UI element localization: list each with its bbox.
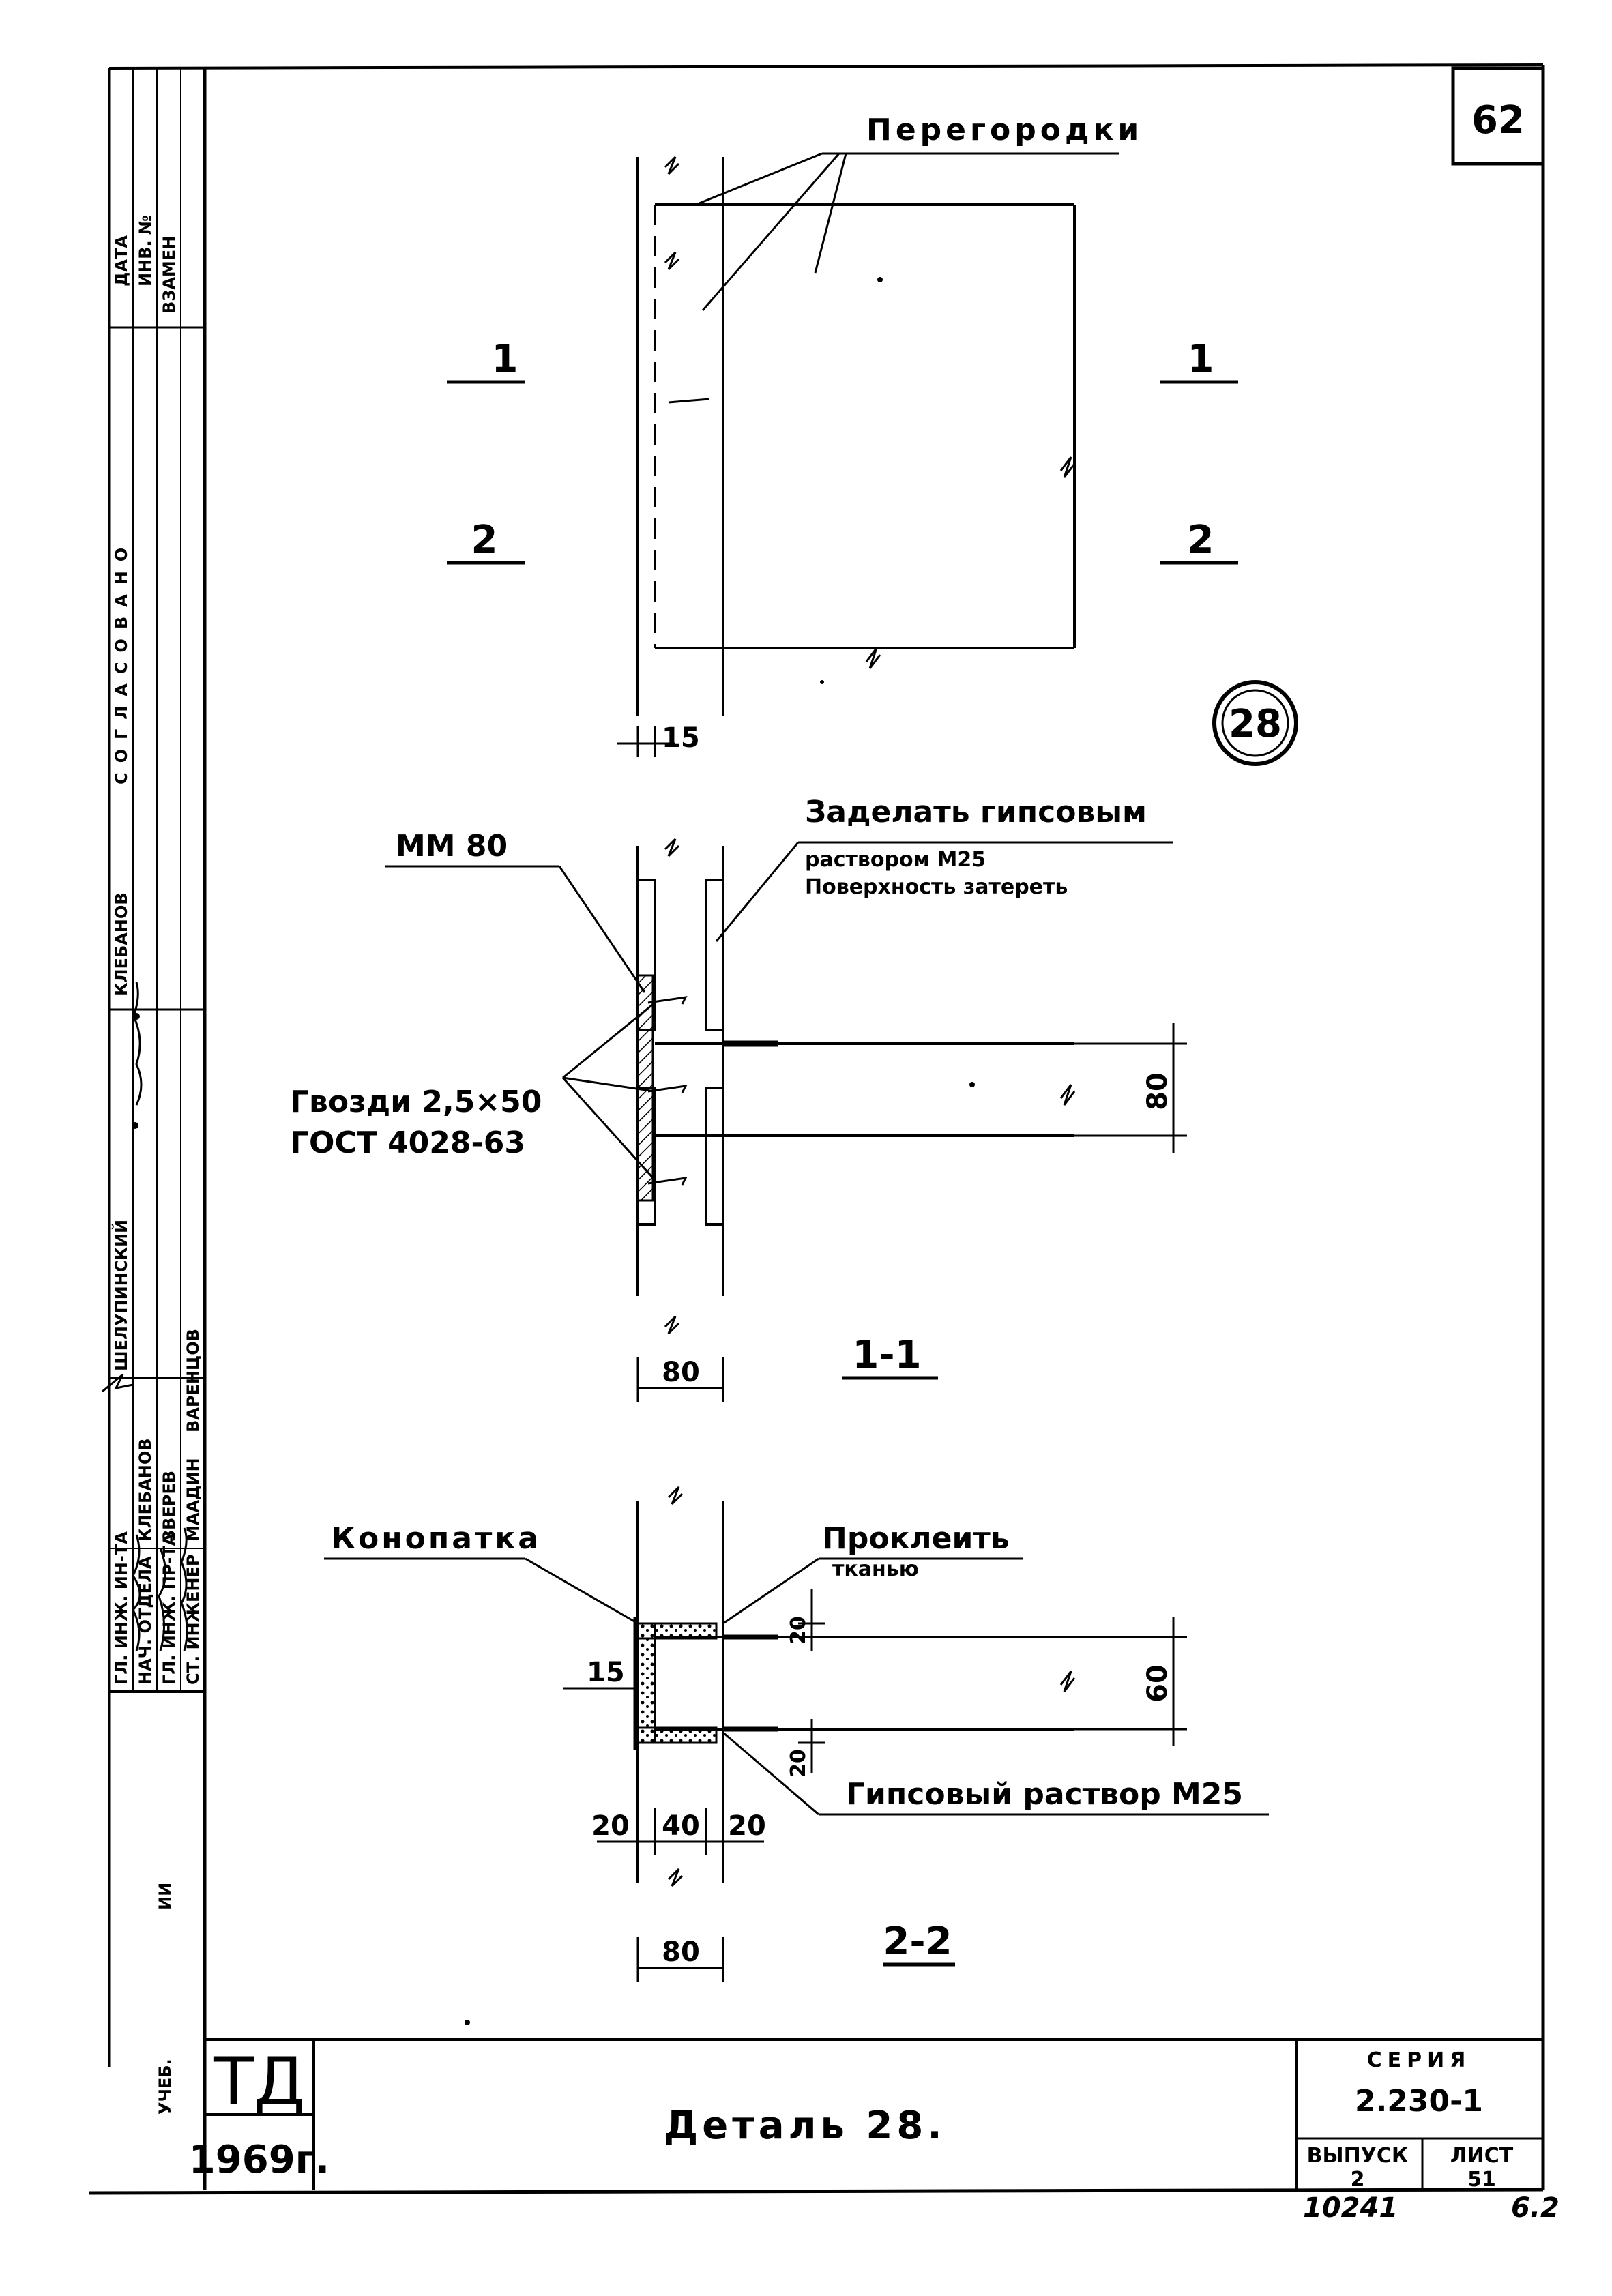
- stamp-role-1: НАЧ. ОТДЕЛА: [136, 1556, 155, 1685]
- stamp-name-3: МААДИН: [184, 1458, 203, 1542]
- section-2-dim-15: 15: [587, 1657, 625, 1688]
- sheet-label: ЛИСТ: [1450, 2144, 1514, 2168]
- agreed-label: СОГЛАСОВАНО: [112, 538, 131, 784]
- section-marker-2-right: 2: [1188, 518, 1214, 562]
- fabric-label-line-1: Проклеить: [822, 1521, 1010, 1556]
- section-2-dim-right: 20: [728, 1810, 766, 1842]
- nails-line-2: ГОСТ 4028-63: [290, 1125, 525, 1160]
- section-1-1: [385, 838, 1187, 1402]
- section-1-dim-depth: 80: [1142, 1072, 1173, 1110]
- section-2-caption: 2-2: [883, 1919, 952, 1964]
- archive-number: 10241: [1303, 2192, 1398, 2224]
- misc-left-2: УЧЕБ.: [156, 2059, 175, 2115]
- mm80-label: ММ 80: [396, 829, 508, 864]
- date-label: ДАТА: [112, 235, 131, 286]
- page-number-box: 62: [1451, 66, 1545, 166]
- page-number: 62: [1471, 98, 1525, 143]
- section-2-2: [324, 1486, 1269, 1982]
- title-block: [205, 2038, 1543, 2190]
- section-marker-2-left: 2: [471, 518, 498, 562]
- section-2-dim-20-top: 20: [787, 1616, 810, 1645]
- section-2-dim-20-bottom: 20: [787, 1749, 810, 1778]
- plan-view: [636, 152, 1119, 716]
- org-code: ТД: [213, 2044, 305, 2120]
- gypsum-label: Гипсовый раствор М25: [846, 1777, 1243, 1812]
- replace-label: ВЗАМЕН: [160, 236, 179, 314]
- contact-name: КЛЕБАНОВ: [112, 892, 131, 996]
- sealing-note-line-1: Заделать гипсовым: [805, 795, 1147, 829]
- section-marker-1-left: 1: [492, 337, 518, 381]
- section-2-dim-60: 60: [1142, 1664, 1173, 1703]
- stamp-name-1: КЛЕБАНОВ: [136, 1438, 155, 1542]
- detail-badge: 28: [1212, 680, 1298, 766]
- sealing-note-line-3: Поверхность затереть: [805, 875, 1068, 899]
- fabric-label-line-2: тканью: [832, 1557, 919, 1581]
- section-1-caption: 1-1: [852, 1333, 921, 1377]
- series-label: СЕРИЯ: [1367, 2048, 1471, 2072]
- caulk-label: Конопатка: [331, 1521, 541, 1556]
- detail-badge-number: 28: [1229, 702, 1282, 746]
- section-2-dim-mid: 40: [662, 1810, 700, 1842]
- sheet-frame: [88, 63, 1545, 2195]
- plan-dimension: [617, 726, 675, 757]
- sheet-value: 51: [1467, 2168, 1496, 2192]
- misc-left-1: ИИ: [156, 1883, 175, 1910]
- stamp-name-2: ЗВЕРЕВ: [160, 1471, 179, 1542]
- inv-number-label: ИНВ. №: [136, 215, 155, 286]
- nails-line-1: Гвозди 2,5×50: [290, 1085, 542, 1119]
- corner-mark: 6.2: [1511, 2192, 1559, 2224]
- section-1-dim-width: 80: [662, 1357, 700, 1388]
- plan-dim: 15: [662, 722, 700, 754]
- sealing-note-line-2: раствором М25: [805, 848, 986, 872]
- scan-specks: [132, 277, 975, 2025]
- issue-label: ВЫПУСК: [1307, 2144, 1409, 2168]
- chief-engineer-name: ШЕЛУПИНСКИЙ: [111, 1220, 131, 1371]
- issue-value: 2: [1351, 2168, 1365, 2192]
- section-marker-1-right: 1: [1188, 337, 1214, 381]
- section-markers: [447, 380, 1238, 565]
- section-2-dim-left: 20: [591, 1810, 630, 1842]
- series-value: 2.230-1: [1355, 2084, 1483, 2119]
- sheet-title: Деталь 28.: [664, 2104, 946, 2148]
- year: 1969г.: [189, 2138, 329, 2182]
- plan-label: Перегородки: [866, 113, 1143, 147]
- chief-engineer-role: ГЛ. ИНЖ. ИН-ТА: [112, 1531, 131, 1685]
- section-2-dim-total: 80: [662, 1937, 700, 1968]
- stamp-name-4: ВАРЕНЦОВ: [184, 1329, 203, 1432]
- side-stamp: [109, 68, 205, 1693]
- signatures: [102, 982, 188, 1651]
